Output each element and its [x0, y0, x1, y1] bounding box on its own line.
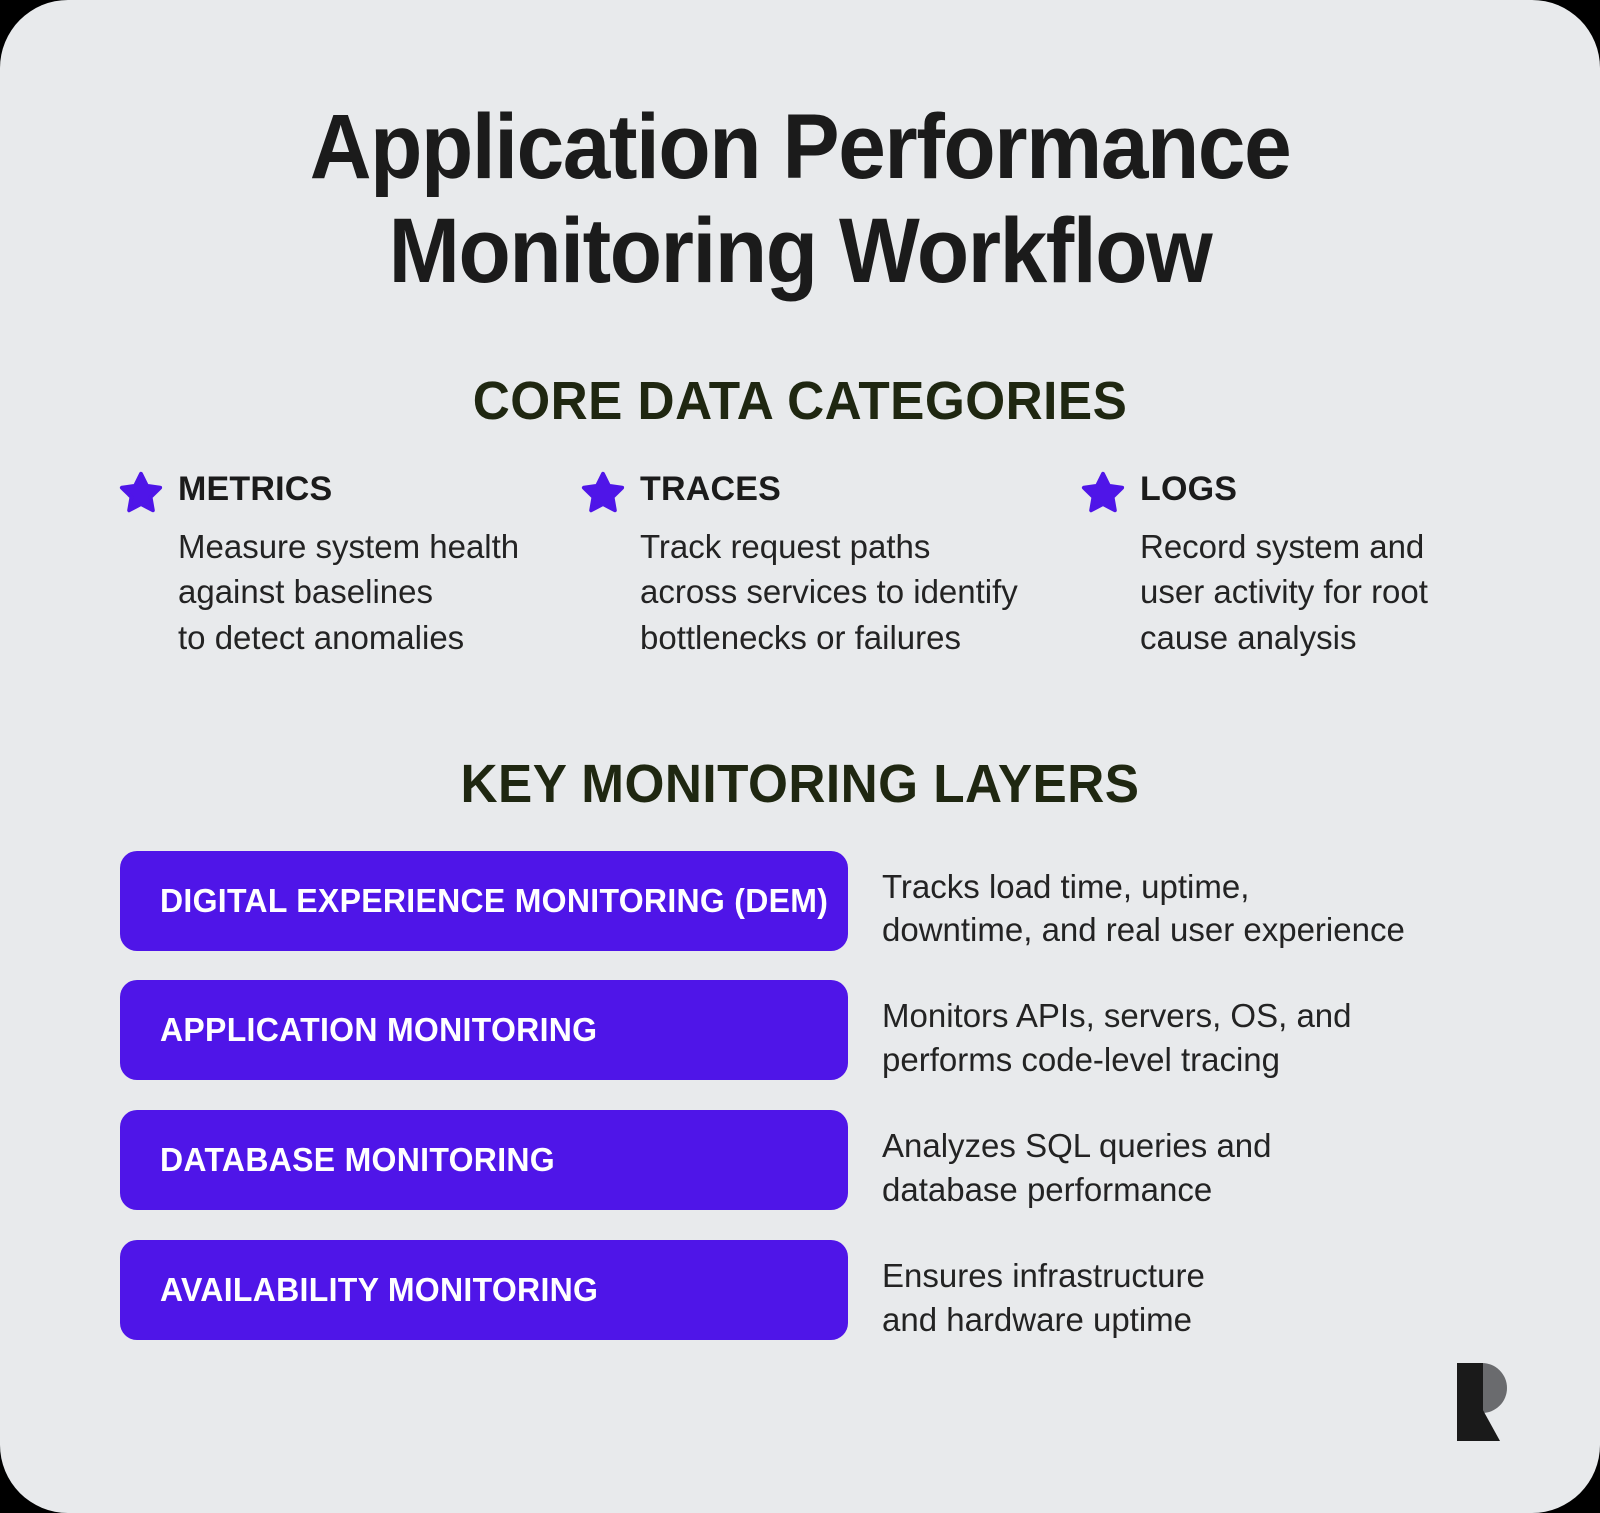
star-icon	[119, 471, 163, 513]
star-icon	[1081, 471, 1125, 513]
layer-description: Analyzes SQL queries and database perfor…	[882, 1127, 1272, 1208]
layer-row: DIGITAL EXPERIENCE MONITORING (DEM) Trac…	[120, 850, 1600, 953]
layer-pill-label: DIGITAL EXPERIENCE MONITORING (DEM)	[160, 881, 829, 919]
monitoring-layers-list: DIGITAL EXPERIENCE MONITORING (DEM) Trac…	[0, 850, 1600, 1342]
core-data-categories-heading: CORE DATA CATEGORIES	[472, 370, 1128, 431]
layer-description: Ensures infrastructure and hardware upti…	[882, 1256, 1205, 1338]
layer-pill-availability-monitoring[interactable]: AVAILABILITY MONITORING	[120, 1239, 848, 1340]
star-icon	[581, 471, 625, 513]
layer-row: DATABASE MONITORING Analyzes SQL queries…	[120, 1110, 1600, 1212]
layer-pill-application-monitoring[interactable]: APPLICATION MONITORING	[120, 980, 848, 1081]
category-description: Measure system health against baselines …	[178, 527, 520, 656]
brand-logo-r-icon	[1457, 1363, 1507, 1441]
category-header: TRACES	[580, 468, 1080, 513]
category-description: Track request paths across services to i…	[640, 527, 1018, 656]
layer-pill-label: DATABASE MONITORING	[160, 1141, 555, 1178]
category-item-logs: LOGS Record system and user activity for…	[1080, 468, 1488, 661]
layer-pill-label: APPLICATION MONITORING	[160, 1011, 598, 1049]
core-data-categories-list: METRICS Measure system health against ba…	[0, 468, 1600, 661]
layer-row: AVAILABILITY MONITORING Ensures infrastr…	[120, 1239, 1600, 1342]
category-header: METRICS	[118, 468, 580, 513]
key-monitoring-layers-heading: KEY MONITORING LAYERS	[460, 753, 1140, 814]
page-title: Application Performance Monitoring Workf…	[309, 96, 1292, 302]
category-item-traces: TRACES Track request paths across servic…	[580, 468, 1080, 661]
category-header: LOGS	[1080, 468, 1488, 513]
layer-description: Monitors APIs, servers, OS, and performs…	[882, 997, 1352, 1079]
layer-description: Tracks load time, uptime, downtime, and …	[882, 867, 1405, 949]
layer-row: APPLICATION MONITORING Monitors APIs, se…	[120, 980, 1600, 1082]
category-item-metrics: METRICS Measure system health against ba…	[118, 468, 580, 661]
layer-pill-database-monitoring[interactable]: DATABASE MONITORING	[120, 1110, 848, 1210]
category-label: TRACES	[640, 470, 781, 509]
layer-pill-digital-experience-monitoring[interactable]: DIGITAL EXPERIENCE MONITORING (DEM)	[120, 850, 848, 951]
category-description: Record system and user activity for root…	[1140, 527, 1428, 656]
category-label: LOGS	[1140, 470, 1238, 509]
category-label: METRICS	[178, 470, 333, 509]
layer-pill-label: AVAILABILITY MONITORING	[160, 1270, 599, 1308]
